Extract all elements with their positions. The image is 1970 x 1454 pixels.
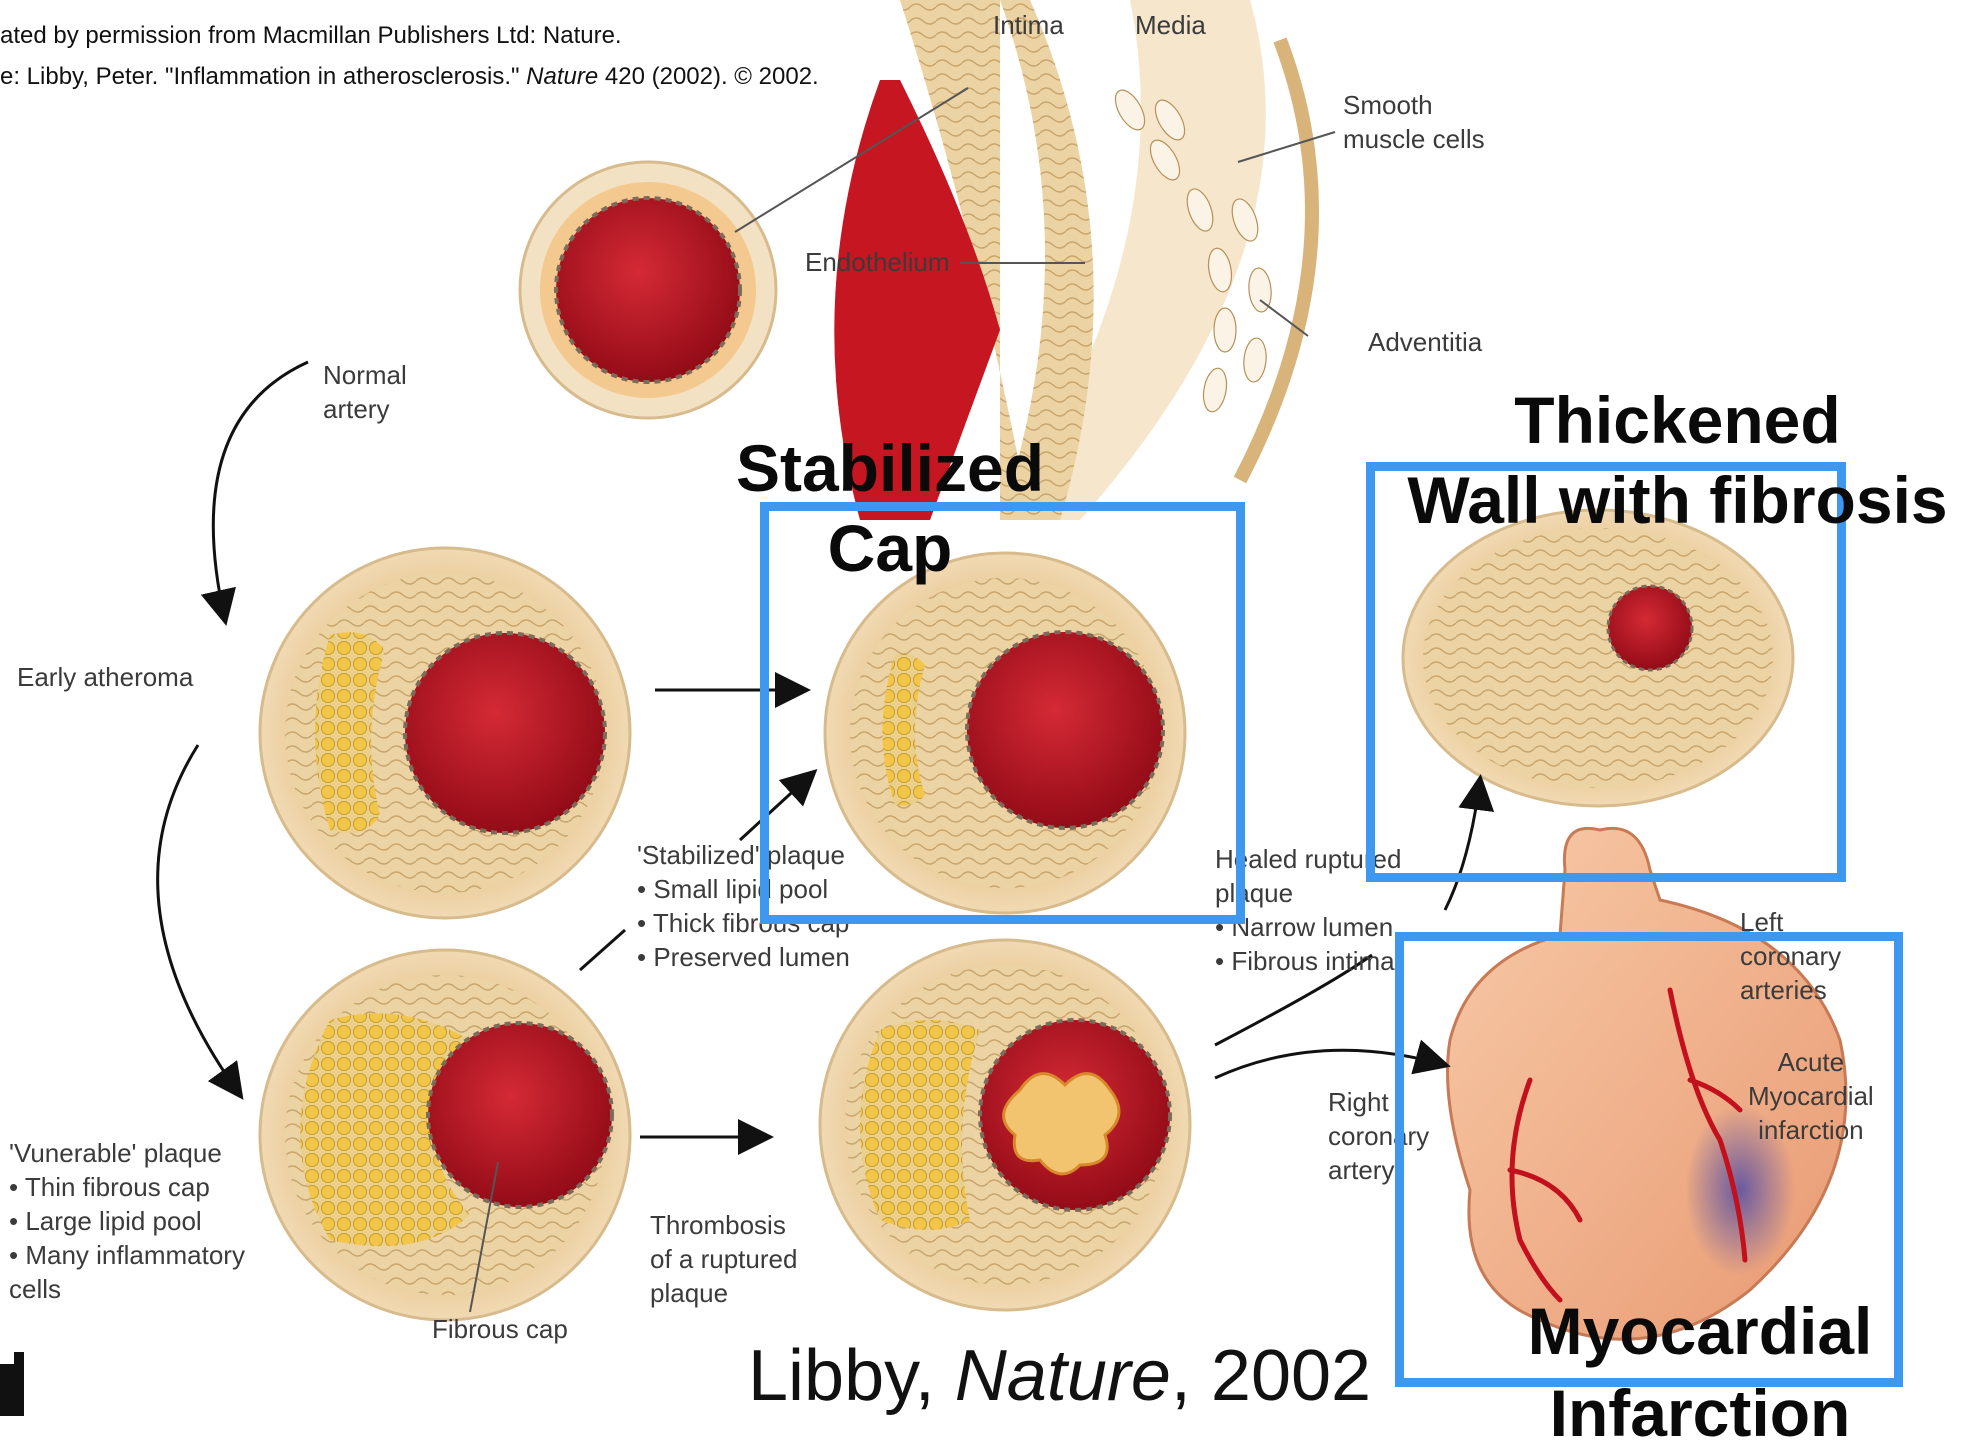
source-credit-suffix: 420 (2002). © 2002. [598,63,819,90]
normal-artery-label: Normal artery [323,358,407,426]
citation: Libby, Nature, 2002 [748,1335,1371,1417]
citation-author: Libby, [748,1336,955,1416]
permission-credit: ated by permission from Macmillan Publis… [0,22,622,50]
intima-label: Intima [993,8,1064,42]
smooth-muscle-label: Smooth muscle cells [1343,88,1485,156]
normal-artery [520,162,776,418]
thickened-wall-title: Thickened Wall with fibrosis [1390,380,1965,540]
vulnerable-plaque-item: Large lipid pool [9,1204,279,1238]
vulnerable-plaque-title: 'Vunerable' plaque [9,1136,279,1170]
early-atheroma-label: Early atheroma [17,660,193,694]
source-credit-prefix: e: Libby, Peter. "Inflammation in athero… [0,63,526,90]
vulnerable-plaque-item: Thin fibrous cap [9,1170,279,1204]
citation-journal: Nature [955,1336,1171,1416]
media-label: Media [1135,8,1206,42]
adventitia-label: Adventitia [1368,325,1482,359]
logo-notch [0,1352,14,1364]
stabilized-cap-title: Stabilized Cap [720,428,1060,588]
vulnerable-plaque-label: 'Vunerable' plaque Thin fibrous cap Larg… [9,1136,279,1306]
ruptured-plaque [820,940,1190,1310]
vulnerable-plaque-item: Many inflammatory cells [9,1238,279,1306]
endothelium-label: Endothelium [805,245,950,279]
myocardial-infarction-title: Myocardial Infarction [1470,1290,1930,1454]
early-atheroma [260,548,630,918]
source-credit: e: Libby, Peter. "Inflammation in athero… [0,63,819,91]
thrombosis-label: Thrombosis of a ruptured plaque [650,1208,797,1310]
stabilized-plaque-item: Preserved lumen [637,940,850,974]
vulnerable-plaque [260,950,630,1320]
citation-year: , 2002 [1171,1336,1371,1416]
source-credit-journal: Nature [526,63,598,90]
fibrous-cap-label: Fibrous cap [432,1312,568,1346]
